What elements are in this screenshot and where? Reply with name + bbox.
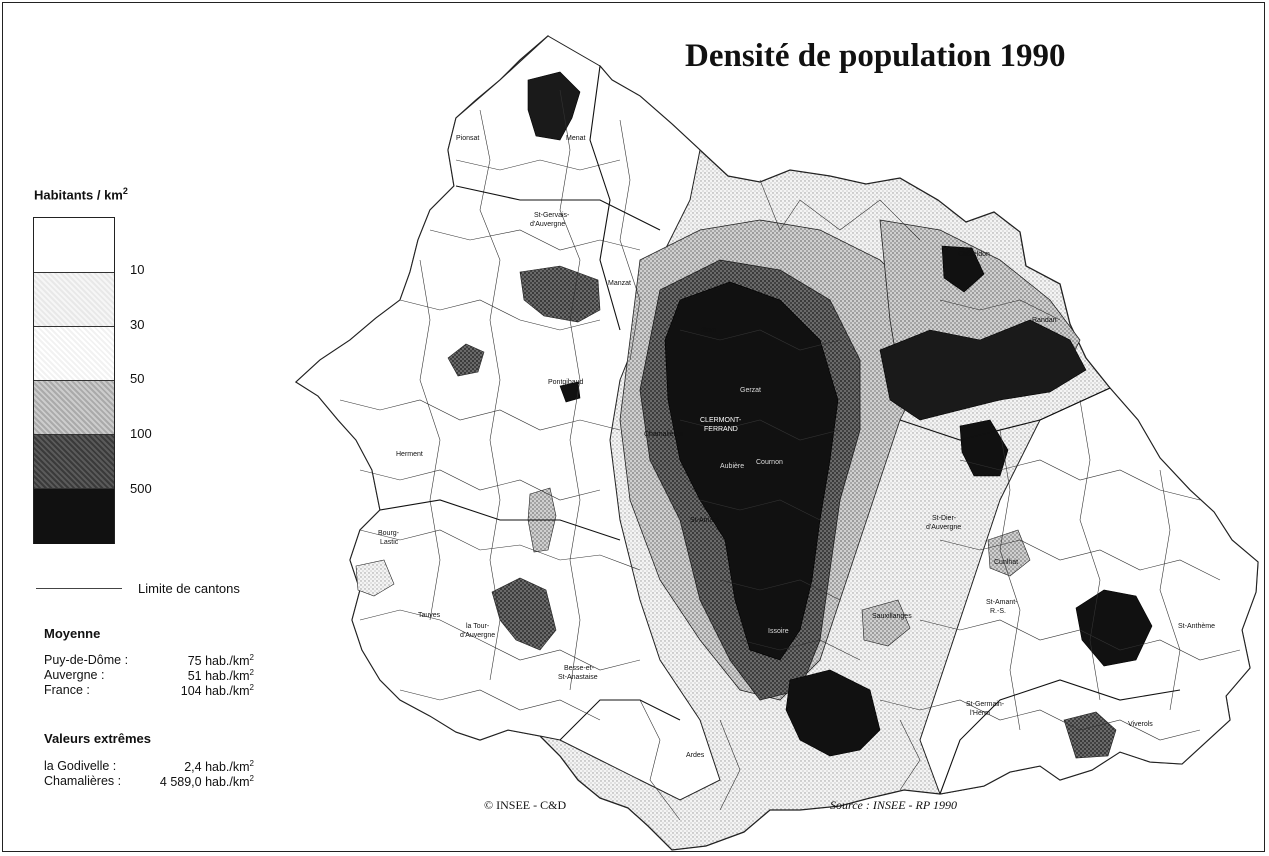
extremes-name: Chamalières : (44, 774, 122, 788)
svg-text:d'Auvergne: d'Auvergne (926, 524, 961, 531)
svg-text:St-Anthème: St-Anthème (1178, 623, 1215, 630)
svg-text:R.-S.: R.-S. (990, 608, 1006, 615)
canton-limit-symbol (36, 588, 122, 589)
legend-class-3 (34, 326, 114, 381)
svg-text:Issoire: Issoire (768, 628, 789, 635)
moyenne-value: 75 hab./km2 (187, 653, 254, 669)
svg-text:Manzat: Manzat (608, 280, 631, 287)
svg-text:Bourg-: Bourg- (378, 530, 400, 537)
low-density-east (919, 387, 1259, 795)
svg-text:CLERMONT-: CLERMONT- (700, 417, 742, 424)
legend-title: Habitants / km2 (34, 186, 128, 202)
patch-tour (491, 577, 557, 651)
svg-text:Tauves: Tauves (418, 612, 441, 619)
svg-text:l'Herm: l'Herm (970, 710, 990, 717)
extremes-heading: Valeurs extrêmes (44, 731, 151, 746)
svg-text:d'Auvergne: d'Auvergne (530, 221, 565, 228)
svg-text:Randan: Randan (1032, 317, 1057, 324)
svg-text:Herment: Herment (396, 451, 423, 458)
svg-text:Pionsat: Pionsat (456, 135, 479, 142)
svg-text:FERRAND: FERRAND (704, 426, 738, 433)
svg-text:Cournon: Cournon (756, 459, 783, 466)
svg-text:St-Amant: St-Amant (690, 517, 719, 524)
map-title: Densité de population 1990 (685, 38, 1066, 74)
svg-text:St-Germain-: St-Germain- (966, 701, 1005, 708)
svg-text:St-Amant-: St-Amant- (986, 599, 1018, 606)
commune-boundaries (339, 89, 1241, 821)
legend-title-text: Habitants / km (34, 187, 123, 203)
svg-text:Ardes: Ardes (686, 752, 705, 759)
high-density-east (879, 319, 1087, 421)
copyright-credit: © INSEE - C&D (484, 798, 567, 812)
svg-text:St-Gervais-: St-Gervais- (534, 212, 570, 219)
patch-stgervais (519, 265, 601, 323)
low-density-west (295, 35, 721, 801)
patch-se (1063, 711, 1117, 759)
svg-text:Chamalières: Chamalières (644, 431, 684, 438)
svg-text:Pontgibaud: Pontgibaud (548, 379, 584, 386)
patch-pontgibaud (559, 381, 581, 403)
legend-class-1 (34, 218, 114, 272)
moyenne-name: Auvergne : (44, 668, 105, 682)
patch-north (527, 71, 581, 141)
legend-break-50: 50 (130, 371, 145, 386)
svg-text:Gerzat: Gerzat (740, 387, 761, 394)
canton-limit-label: Limite de cantons (138, 581, 240, 596)
svg-text:d'Auvergne: d'Auvergne (460, 632, 495, 639)
svg-text:Viverols: Viverols (1128, 721, 1153, 728)
moyenne-value: 104 hab./km2 (180, 683, 254, 699)
svg-text:Aubière: Aubière (720, 463, 744, 470)
svg-text:la Tour-: la Tour- (466, 623, 490, 630)
extremes-value: 4 589,0 hab./km2 (159, 774, 254, 790)
legend-class-2 (34, 272, 114, 327)
patch-thiers (959, 419, 1009, 477)
canton-boundaries (379, 65, 1181, 795)
legend-break-30: 30 (130, 317, 145, 332)
source-credit: Source : INSEE - RP 1990 (830, 798, 957, 812)
legend-title-sup: 2 (122, 186, 128, 196)
patch-sauxillanges (861, 599, 911, 647)
legend-scale (33, 217, 115, 544)
legend-class-6 (34, 488, 114, 544)
moyenne-value: 51 hab./km2 (187, 668, 254, 684)
legend-break-500: 500 (130, 481, 152, 496)
svg-text:Lastic: Lastic (380, 539, 399, 546)
moyenne-heading: Moyenne (44, 626, 101, 641)
extremes-name: la Godivelle : (44, 759, 117, 773)
legend-class-5 (34, 434, 114, 489)
svg-text:Cunlhat: Cunlhat (994, 559, 1018, 566)
patch-chateldon (941, 245, 985, 293)
very-high-density-core (664, 281, 839, 661)
svg-text:Riom: Riom (700, 327, 717, 334)
patch-cunlhat (987, 529, 1031, 577)
legend-class-4 (34, 380, 114, 435)
svg-text:Besse-et-: Besse-et- (564, 665, 595, 672)
svg-text:St-Dier-: St-Dier- (932, 515, 957, 522)
moyenne-name: Puy-de-Dôme : (44, 653, 129, 667)
patch-south (785, 669, 881, 757)
svg-text:Menat: Menat (566, 135, 586, 142)
extremes-value: 2,4 hab./km2 (184, 759, 254, 775)
patch-bourg (355, 559, 395, 597)
patch-west (447, 343, 485, 377)
place-labels: Riom CLERMONT- FERRAND Aubière Cournon C… (378, 135, 1215, 759)
legend-break-100: 100 (130, 426, 152, 441)
legend-break-10: 10 (130, 262, 145, 277)
svg-text:Châteldon: Châteldon (958, 251, 990, 258)
moyenne-name: France : (44, 683, 90, 697)
svg-text:St-Anastaise: St-Anastaise (558, 674, 598, 681)
svg-text:Sauxillanges: Sauxillanges (872, 613, 912, 620)
